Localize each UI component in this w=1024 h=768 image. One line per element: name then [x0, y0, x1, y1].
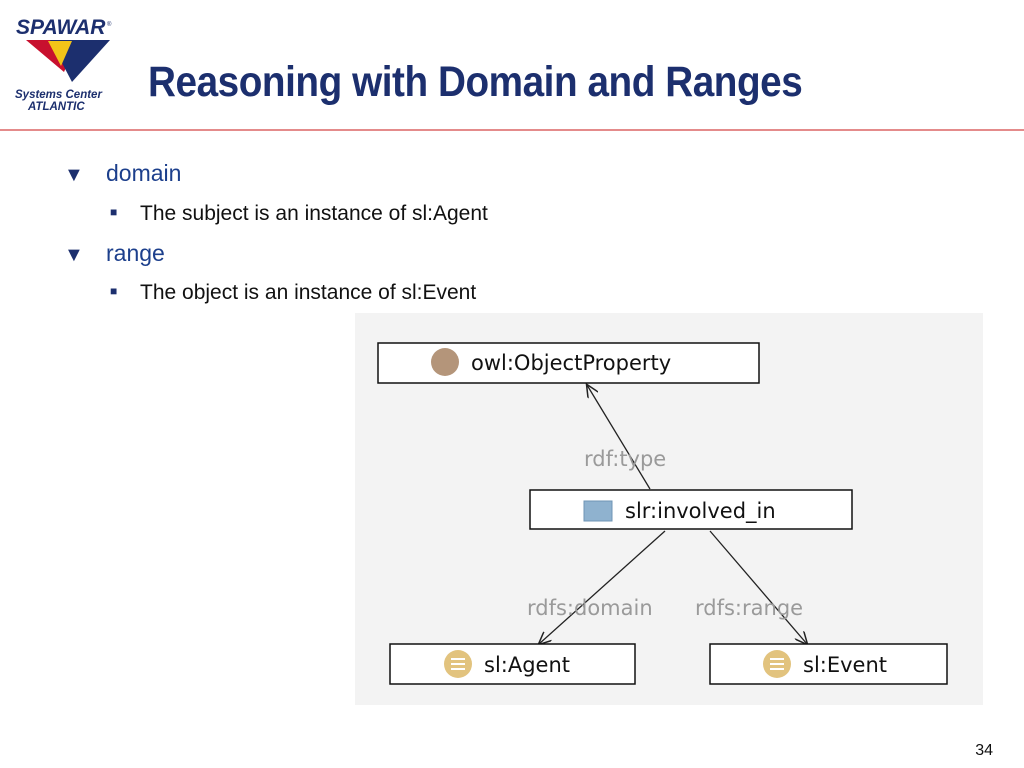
sub-bullet-domain-text: The subject is an instance of sl:Agent: [140, 202, 488, 225]
property-circle-icon: [431, 348, 459, 376]
edge-rdfs-range: [709, 530, 807, 644]
svg-text:®: ®: [107, 21, 112, 28]
logo-brand: SPAWAR: [16, 16, 106, 39]
square-bullet-icon: ■: [110, 205, 118, 219]
object-property-icon: [583, 500, 613, 522]
edge-rdf-type: [587, 385, 651, 490]
node-object-property-label: owl:ObjectProperty: [471, 351, 671, 375]
node-agent: sl:Agent: [389, 643, 636, 685]
sub-bullet-range: ■ The object is an instance of sl:Event: [110, 281, 476, 305]
page-number: 34: [975, 742, 993, 759]
triangle-bullet-icon: ▼: [64, 244, 84, 266]
bullet-domain: ▼ domain: [64, 160, 181, 187]
node-agent-label: sl:Agent: [484, 653, 570, 677]
bullet-range-label: range: [106, 240, 165, 266]
edge-rdfs-domain: [539, 530, 666, 644]
sub-bullet-range-text: The object is an instance of sl:Event: [140, 281, 477, 304]
logo-line2: ATLANTIC: [27, 101, 85, 113]
edge-label-domain: rdfs:domain: [527, 596, 653, 620]
node-event: sl:Event: [709, 643, 948, 685]
spawar-logo: SPAWAR ® Systems Center ATLANTIC: [12, 14, 122, 114]
node-involved-in: slr:involved_in: [529, 489, 853, 530]
node-event-label: sl:Event: [803, 653, 887, 677]
node-involved-in-label: slr:involved_in: [625, 499, 776, 524]
ontology-diagram: rdf:type rdfs:domain rdfs:range owl:Obje…: [355, 313, 983, 705]
edge-label-range: rdfs:range: [695, 596, 803, 620]
triangle-bullet-icon: ▼: [64, 164, 84, 186]
logo-yellow-shape: [48, 41, 72, 66]
node-object-property: owl:ObjectProperty: [377, 342, 760, 384]
title-divider: [0, 129, 1024, 131]
logo-line1: Systems Center: [15, 89, 102, 101]
slide-title: Reasoning with Domain and Ranges: [148, 58, 803, 106]
edge-label-type: rdf:type: [584, 447, 666, 471]
bullet-domain-label: domain: [106, 160, 182, 186]
square-bullet-icon: ■: [110, 284, 118, 298]
bullet-range: ▼ range: [64, 240, 165, 267]
sub-bullet-domain: ■ The subject is an instance of sl:Agent: [110, 202, 488, 226]
